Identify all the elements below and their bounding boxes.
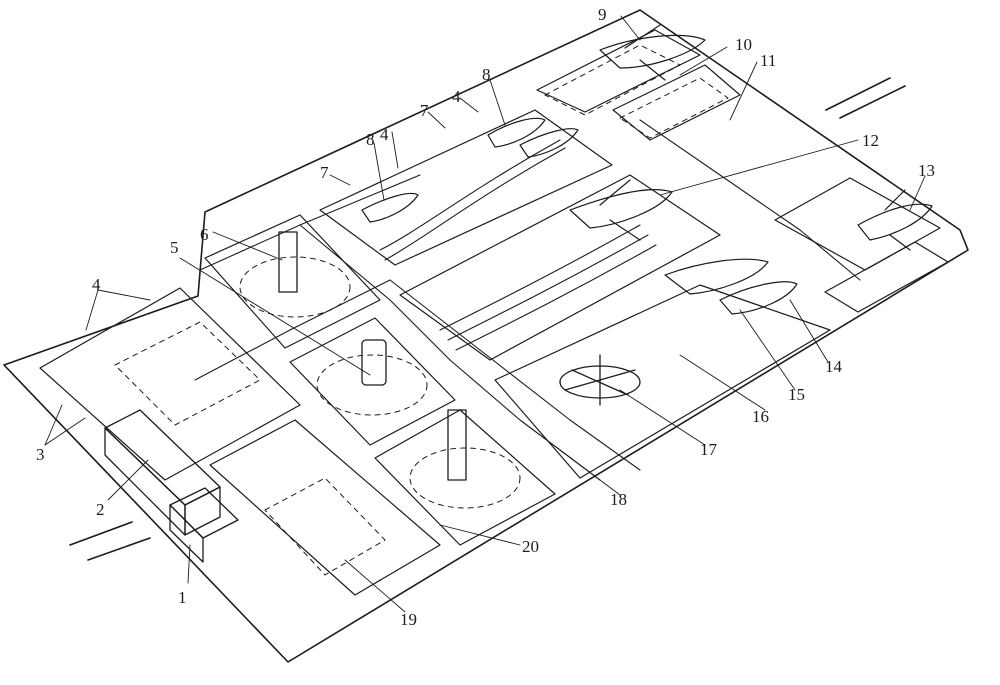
aircraft <box>361 24 933 315</box>
plot-rows-long <box>399 174 721 361</box>
dashed-markings <box>114 44 729 576</box>
aircraft-9 <box>599 24 706 81</box>
callout-12: 12 <box>862 131 879 150</box>
tower-lattice-upper <box>278 231 298 293</box>
callout-17: 17 <box>700 440 718 459</box>
ground-outline <box>3 9 969 663</box>
aircraft-15 <box>664 258 769 295</box>
plot-top-b <box>612 64 741 141</box>
structures <box>104 231 641 563</box>
callout-10: 10 <box>735 35 752 54</box>
road-lines <box>194 119 861 481</box>
plot-helipad-upper <box>204 214 381 349</box>
callout-19: 19 <box>400 610 417 629</box>
callout-8a: 8 <box>366 130 375 149</box>
plot-ring <box>494 284 831 479</box>
building-main <box>104 409 221 506</box>
callout-4c: 4 <box>452 87 461 106</box>
callout-4b: 4 <box>380 125 389 144</box>
plot-right-b <box>824 241 949 313</box>
callout-6: 6 <box>200 225 209 244</box>
aircraft-13 <box>857 189 933 251</box>
callout-20: 20 <box>522 537 539 556</box>
leader-lines <box>44 15 926 613</box>
callout-4a: 4 <box>92 275 101 294</box>
callout-13: 13 <box>918 161 935 180</box>
tower-lattice-lower <box>447 409 467 481</box>
plot-rows-upper <box>319 109 613 266</box>
callout-1: 1 <box>178 588 187 607</box>
callout-15: 15 <box>788 385 805 404</box>
aircraft-8b <box>487 117 546 148</box>
plot-helipad-middle <box>289 317 456 446</box>
callout-5: 5 <box>170 238 179 257</box>
aircraft-14 <box>719 281 798 315</box>
plot-bottom-left <box>209 419 441 596</box>
cylinder-tank <box>361 339 387 386</box>
callout-18: 18 <box>610 490 627 509</box>
field-plots <box>39 29 949 596</box>
plot-helipad-lower <box>374 409 556 546</box>
callout-7b: 7 <box>420 101 429 120</box>
callout-11: 11 <box>760 51 776 70</box>
plot-top-a <box>536 29 701 113</box>
callout-14: 14 <box>825 357 843 376</box>
plot-right-a <box>774 177 941 271</box>
callout-labels: 1 2 3 4 4 4 5 6 7 7 8 8 9 10 11 12 13 14… <box>36 5 935 629</box>
callout-8b: 8 <box>482 65 491 84</box>
aircraft-8a <box>361 192 419 223</box>
callout-2: 2 <box>96 500 105 519</box>
callout-7a: 7 <box>320 163 329 182</box>
callout-3: 3 <box>36 445 45 464</box>
aircraft-12 <box>569 179 673 241</box>
carousel <box>564 354 636 406</box>
plot-runway-left <box>39 287 301 481</box>
callout-16: 16 <box>752 407 769 426</box>
ramps <box>379 139 657 351</box>
callout-9: 9 <box>598 5 607 24</box>
